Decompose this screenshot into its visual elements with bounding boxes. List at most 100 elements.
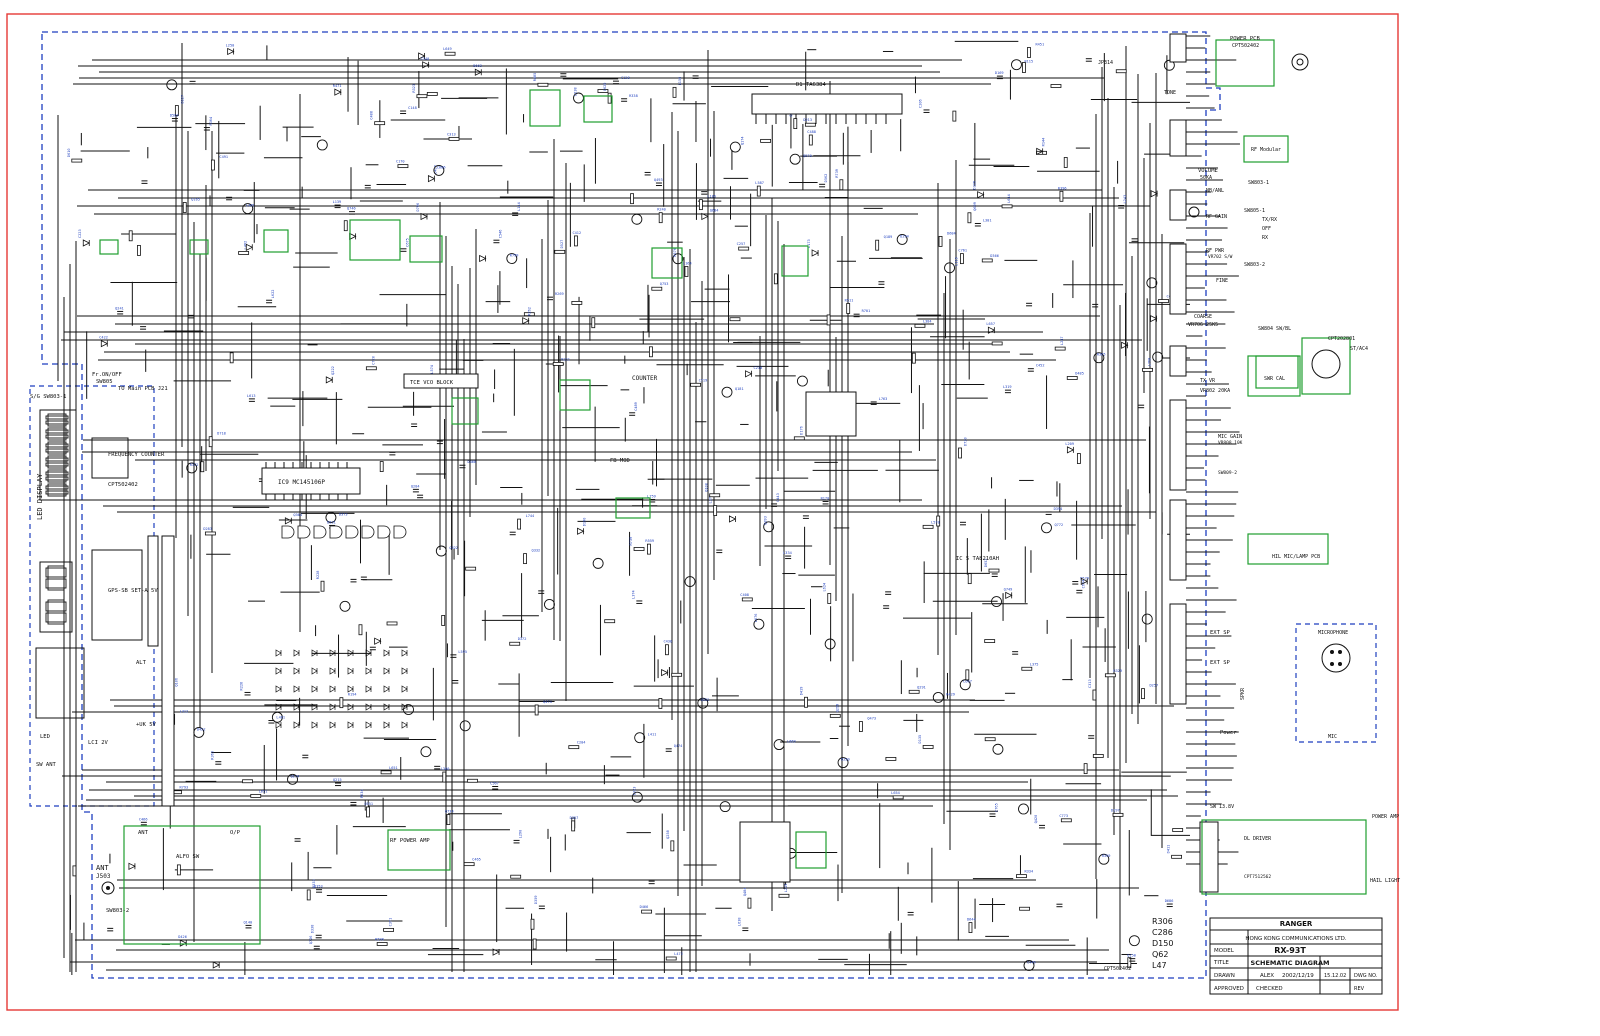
svg-text:D169: D169 [995, 71, 1004, 75]
svg-text:C204: C204 [577, 741, 586, 745]
ic-dl-label: D1 TA6384 [796, 82, 826, 88]
svg-text:Q746: Q746 [347, 207, 356, 211]
svg-text:R221: R221 [561, 357, 570, 361]
svg-text:D135: D135 [918, 735, 922, 744]
tb-date: 2002/12/19 [1282, 973, 1314, 979]
svg-text:L492: L492 [244, 241, 248, 250]
svg-text:R334: R334 [1024, 870, 1033, 874]
svg-text:L243: L243 [1123, 195, 1127, 204]
svg-text:C323: C323 [632, 787, 636, 796]
svg-text:Q393: Q393 [764, 516, 768, 525]
nb-anl-label: NB/ANL [1206, 188, 1224, 194]
svg-text:R799: R799 [510, 254, 519, 258]
svg-text:R338: R338 [629, 94, 638, 98]
svg-text:L759: L759 [647, 494, 656, 498]
svg-text:Q749: Q749 [1004, 587, 1013, 591]
seven-seg-digit [45, 455, 69, 469]
right-connector-j3 [1169, 119, 1187, 157]
dl-driver-part: CPT7512562 [1244, 874, 1271, 880]
right-connector-j13 [1169, 603, 1187, 705]
fine-label: FINE [1216, 278, 1228, 284]
svg-text:L173: L173 [807, 239, 811, 248]
ant-sw-label-2: SW803-2 [106, 908, 129, 914]
svg-text:C765: C765 [994, 803, 998, 812]
svg-text:C465: C465 [472, 858, 481, 862]
main-pcb-boundary [41, 31, 1221, 979]
freq-counter-label: FREQUENCY COUNTER [108, 452, 165, 458]
svg-text:L300: L300 [441, 767, 450, 771]
svg-text:D466: D466 [640, 905, 649, 909]
ic5-label: IC 5 TA8210AH [956, 556, 999, 562]
svg-text:C170: C170 [396, 160, 405, 164]
svg-text:D394: D394 [1054, 507, 1063, 511]
tb-approved: APPROVED [1214, 986, 1244, 992]
svg-text:D230: D230 [841, 758, 850, 762]
tb-model: RX-93T [1274, 946, 1306, 955]
svg-text:D411: D411 [1167, 845, 1171, 854]
svg-text:C148: C148 [408, 106, 417, 110]
svg-text:R559: R559 [645, 539, 654, 543]
svg-text:Q699: Q699 [973, 202, 977, 211]
svg-text:L334: L334 [783, 551, 792, 555]
svg-text:D652: D652 [984, 558, 988, 567]
svg-text:R485: R485 [533, 73, 537, 82]
svg-text:C340: C340 [421, 57, 430, 61]
svg-text:D610: D610 [67, 148, 71, 157]
hail-light-label: HAIL LIGHT [1370, 878, 1400, 884]
svg-text:L622: L622 [271, 290, 275, 299]
mic-gain-label: MIC GAIN [1218, 434, 1242, 440]
svg-text:D257: D257 [1150, 684, 1159, 688]
svg-text:R359: R359 [1102, 854, 1111, 858]
right-connector-j1 [1169, 33, 1187, 63]
svg-text:D366: D366 [990, 254, 999, 258]
mic-gain-part: VR808 10K [1218, 440, 1243, 446]
svg-text:L209: L209 [1065, 442, 1074, 446]
tb-drawn-label: DRAWN [1214, 973, 1235, 979]
svg-text:D176: D176 [799, 426, 803, 435]
ant-jack-icon [101, 881, 115, 895]
volume-label: VOLUME [1198, 168, 1218, 174]
svg-text:C422: C422 [99, 336, 108, 340]
svg-text:D718: D718 [217, 432, 226, 436]
coarse-part: VR706 25K5 [1188, 322, 1218, 328]
microphone-label: MICROPHONE [1318, 630, 1348, 636]
svg-text:R793: R793 [180, 786, 189, 790]
sw803-2-label: SW803-2 [1244, 262, 1265, 268]
svg-text:R634: R634 [360, 789, 364, 798]
svg-text:D227: D227 [180, 95, 184, 104]
svg-text:Q189: Q189 [884, 235, 893, 239]
hil-mic-box [1247, 533, 1329, 565]
svg-text:R115: R115 [1024, 60, 1033, 64]
svg-text:D720: D720 [964, 437, 968, 446]
svg-text:D329: D329 [973, 181, 977, 190]
svg-text:D796: D796 [416, 203, 420, 212]
svg-text:Q284: Q284 [411, 484, 420, 488]
svg-text:C452: C452 [1036, 364, 1045, 368]
fr-onoff-label: Fr.ON/OFF [92, 372, 122, 378]
svg-text:L445: L445 [246, 204, 255, 208]
rf-pwr-part: VR702 S/W [1208, 254, 1233, 260]
title-block: RANGER HONG KONG COMMUNICATIONS LTD. MOD… [1209, 917, 1383, 995]
svg-text:R240: R240 [657, 208, 666, 212]
microphone-box [1295, 623, 1377, 743]
svg-text:C223: C223 [78, 229, 82, 238]
ic5 [805, 391, 857, 437]
svg-text:C773: C773 [1059, 814, 1068, 818]
vco-block-label: TCE VCO BLOCK [410, 380, 454, 386]
svg-text:Q484: Q484 [743, 887, 747, 896]
cpu-part-label: CPT502402 [108, 482, 138, 488]
jp314-label: JP314 [1098, 60, 1113, 66]
tb-date-small: 15.12.02 [1324, 973, 1346, 979]
dl-driver-box [1201, 819, 1367, 895]
tb-rev: REV [1354, 986, 1365, 992]
power-amp-ic [739, 821, 791, 883]
svg-text:C761: C761 [958, 249, 967, 253]
svg-text:D338: D338 [311, 925, 315, 934]
svg-text:C257: C257 [737, 242, 746, 246]
seven-seg-digit [45, 599, 67, 625]
alt-label: ALT [136, 660, 147, 666]
power-pcb-part: CPT502402 [1232, 43, 1259, 49]
tx-vr-part: VR802 20KA [1200, 388, 1230, 394]
swr-cal-label: SWR CAL [1264, 376, 1285, 382]
svg-text:L114: L114 [517, 202, 521, 211]
